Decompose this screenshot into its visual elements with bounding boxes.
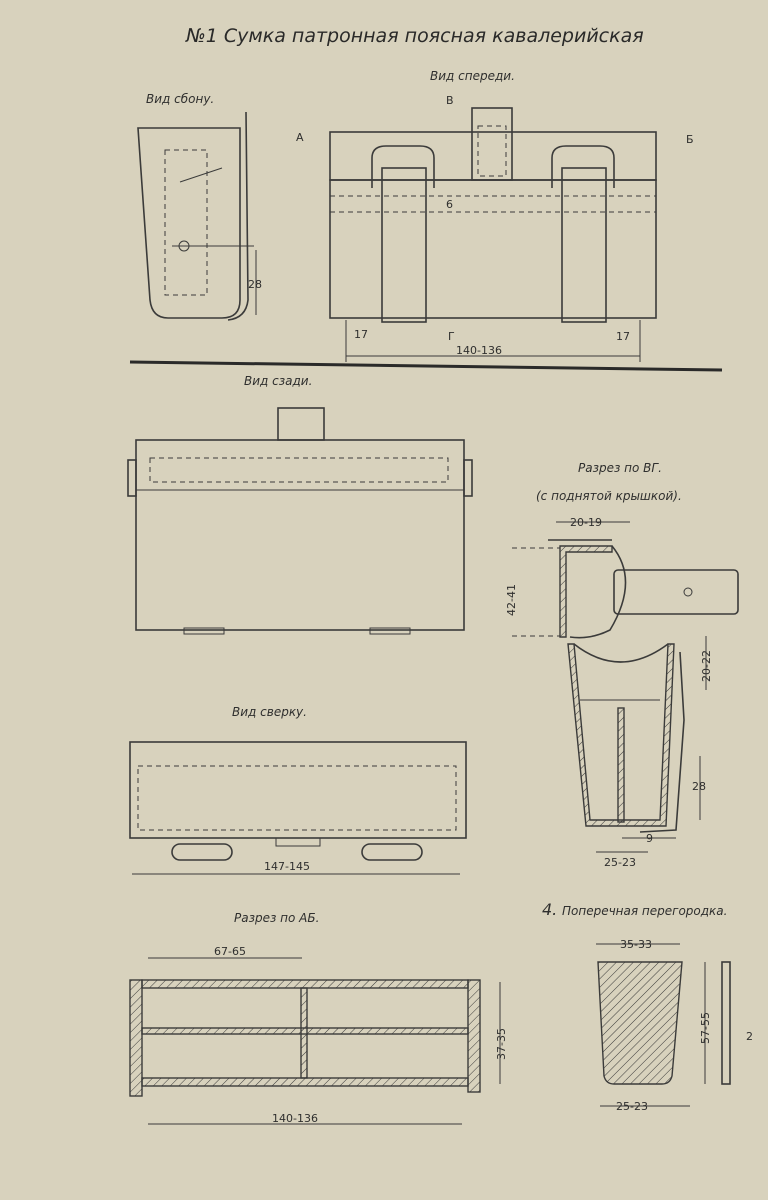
- section-ab: Разрез по АБ. 67-65 37-35 140-136: [129, 911, 508, 1125]
- front-view-label: Вид спереди.: [430, 69, 515, 83]
- side-dim-height: 28: [248, 278, 262, 291]
- partition-label: Поперечная перегородка.: [562, 904, 727, 918]
- top-view-label: Вид сверку.: [232, 705, 307, 719]
- vg-dim-bottom: 25-23: [604, 856, 636, 869]
- vg-dim-top: 20-19: [570, 516, 602, 529]
- back-view-label: Вид сзади.: [244, 374, 312, 388]
- partition-dim-height: 57-55: [699, 1012, 712, 1044]
- vg-dim-9: 9: [646, 832, 653, 845]
- mark-a: А: [296, 131, 304, 144]
- mark-v: В: [446, 94, 454, 107]
- side-view: Вид сбону. 28: [137, 92, 262, 321]
- top-dim-width: 147-145: [264, 860, 310, 873]
- partition-detail: 4. Поперечная перегородка. 35-33 57-55 2…: [542, 900, 753, 1113]
- drawing-title: №1 Сумка патронная поясная кавалерийская: [185, 25, 644, 47]
- vg-dim-flap: 42-41: [505, 584, 518, 616]
- front-dim-right: 17: [616, 330, 630, 343]
- partition-number: 4.: [542, 900, 557, 919]
- vg-dim-28: 28: [692, 780, 706, 793]
- front-dim-left: 17: [354, 328, 368, 341]
- section-divider: [129, 360, 723, 372]
- section-vg: Разрез по ВГ. (с поднятой крышкой). 20-1…: [505, 461, 739, 869]
- front-dim-6: 6: [446, 198, 453, 211]
- mark-b: Б: [686, 133, 694, 146]
- partition-dim-thick: 2: [746, 1030, 753, 1043]
- partition-dim-bottom: 25-23: [616, 1100, 648, 1113]
- section-vg-label: Разрез по ВГ.: [578, 461, 662, 475]
- side-view-label: Вид сбону.: [146, 92, 214, 106]
- section-vg-sublabel: (с поднятой крышкой).: [536, 489, 682, 503]
- vg-dim-upper: 20-22: [700, 650, 713, 682]
- ab-dim-height: 37-35: [495, 1028, 508, 1060]
- ab-dim-width: 140-136: [272, 1112, 318, 1125]
- front-dim-width: 140-136: [456, 344, 502, 357]
- section-ab-label: Разрез по АБ.: [234, 911, 319, 925]
- mark-g: Г: [448, 330, 455, 343]
- top-view: Вид сверку. 147-145: [129, 705, 467, 875]
- partition-dim-top: 35-33: [620, 938, 652, 951]
- ab-dim-half: 67-65: [214, 945, 246, 958]
- back-view: Вид сзади.: [127, 374, 473, 635]
- front-view: Вид спереди. В А Б 6 140-136 Г 17 17: [296, 69, 694, 362]
